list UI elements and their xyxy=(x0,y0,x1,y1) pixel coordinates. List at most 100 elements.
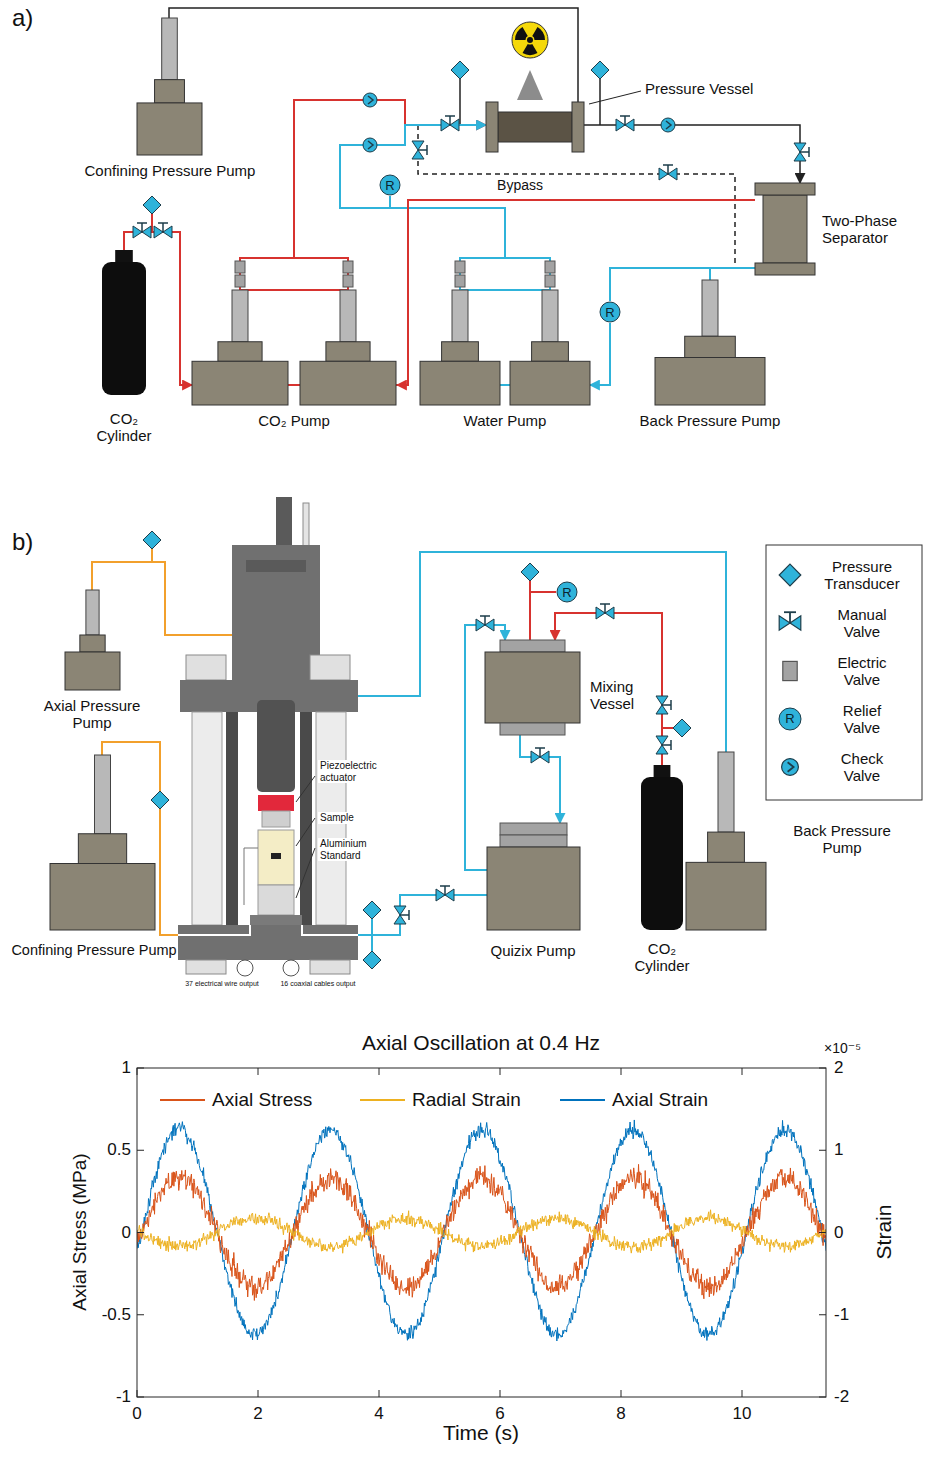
pipe-stub xyxy=(529,581,531,592)
tick-mark xyxy=(819,1397,826,1398)
legend-symbol xyxy=(779,564,801,586)
vessel-cap xyxy=(500,723,565,735)
tick-label: 4 xyxy=(374,1404,383,1424)
pump-cylinder xyxy=(685,336,736,357)
tick-label: 2 xyxy=(253,1404,262,1424)
tick-label: 0 xyxy=(122,1223,131,1243)
tick-mark xyxy=(258,1068,259,1075)
node-label: Piezoelectric actuator xyxy=(318,760,379,783)
pipe-connector xyxy=(340,125,505,252)
legend-relief xyxy=(779,708,801,730)
two-phase-separator-outline xyxy=(755,183,815,275)
pump-cylinder xyxy=(326,342,370,362)
pump-valve-block xyxy=(500,835,567,847)
legend-text: Relief Valve xyxy=(843,702,881,737)
bolt-nut xyxy=(310,960,350,974)
electric-valve xyxy=(343,261,353,273)
manual-valve xyxy=(616,116,634,131)
node-label: Back Pressure Pump xyxy=(780,822,905,857)
pump-outline xyxy=(65,590,120,690)
gas-cylinder: CO₂ Cylinder xyxy=(641,765,683,930)
pipe-stub xyxy=(178,634,232,636)
radiation-symbol xyxy=(512,22,548,58)
pipe-connector xyxy=(92,562,178,635)
feedthrough xyxy=(237,960,253,976)
pump-cylinder xyxy=(218,342,262,362)
axial-strain-trace xyxy=(137,1120,826,1341)
inner-piston xyxy=(257,700,295,792)
quizix-pump-outline xyxy=(487,823,580,930)
pipe-stub xyxy=(371,935,373,951)
pipe-connector xyxy=(169,8,578,102)
pump-rod xyxy=(95,755,111,834)
manual-valve xyxy=(596,604,614,619)
radiation-beam xyxy=(517,70,543,100)
tick-mark xyxy=(137,1232,144,1233)
pump-valve-block xyxy=(500,823,567,835)
electric-valve xyxy=(455,261,465,273)
tick-mark xyxy=(137,1068,138,1075)
manual-valve xyxy=(794,143,809,161)
panel-label: Bypass xyxy=(497,177,543,193)
trefoil-blade xyxy=(515,27,528,40)
strain-gauge xyxy=(271,853,281,859)
pipe-connector xyxy=(358,895,487,935)
pump-cylinder xyxy=(532,342,569,362)
relief-circle xyxy=(557,582,577,602)
axis-label: ×10⁻⁵ xyxy=(824,1040,861,1056)
legend-swatch xyxy=(560,1100,605,1101)
node-label: CO₂ Cylinder xyxy=(622,940,702,975)
piezo-actuator xyxy=(258,795,294,811)
tick-mark xyxy=(819,1068,826,1069)
base-channel xyxy=(178,925,250,935)
trefoil-blade xyxy=(523,44,538,55)
pump-cylinder xyxy=(80,635,105,652)
manual-valve xyxy=(659,165,677,180)
pump: Back Pressure Pump xyxy=(686,752,766,930)
trefoil-blade xyxy=(532,27,545,40)
pump-outline xyxy=(686,752,766,930)
legend-symbol xyxy=(782,759,799,776)
manual-valve xyxy=(531,748,549,763)
tick-label: -2 xyxy=(834,1387,849,1407)
pump-cylinder xyxy=(78,834,126,864)
node-label: Quizix Pump xyxy=(490,942,575,959)
gas-cylinder-outline xyxy=(102,250,146,395)
legend-swatch xyxy=(779,708,801,730)
cylinder-body xyxy=(641,777,683,930)
separator-body xyxy=(763,195,807,263)
vessel-body xyxy=(485,652,580,723)
legend-swatch xyxy=(160,1100,205,1101)
axis-label: Axial Stress (MPa) xyxy=(69,1153,91,1310)
node-label: CO₂ Pump xyxy=(258,412,330,429)
valve-letter: R xyxy=(785,712,794,727)
node-label: Sample xyxy=(318,812,356,824)
pump-rod xyxy=(232,290,248,342)
pressure-transducer xyxy=(151,791,169,809)
pump-rod xyxy=(162,18,178,80)
pump: Axial Pressure Pump xyxy=(65,590,120,690)
aluminium-standard xyxy=(258,885,294,915)
pump-base xyxy=(510,361,590,405)
axial-stress-trace xyxy=(137,1164,826,1300)
pipe-connector xyxy=(530,592,556,640)
node-label: Aluminium Standard xyxy=(318,838,369,861)
dual-pump: CO₂ Pump xyxy=(192,252,397,405)
pressure-vessel: Pressure Vessel xyxy=(486,102,584,152)
tick-label: 8 xyxy=(616,1404,625,1424)
tick-mark xyxy=(137,1150,144,1151)
tick-mark xyxy=(137,1397,144,1398)
dual-pump-outline xyxy=(192,252,397,405)
vessel-wall xyxy=(300,712,312,925)
tick-mark xyxy=(621,1068,622,1075)
tick-label: 6 xyxy=(495,1404,504,1424)
cylinder-body xyxy=(102,262,146,395)
manifold-pipe xyxy=(240,258,348,290)
gauge-wire xyxy=(244,848,258,905)
signal-traces xyxy=(137,1120,826,1341)
valve-letter: R xyxy=(379,174,401,196)
node-label: Mixing Vessel xyxy=(590,678,634,713)
electric-valve xyxy=(235,261,245,273)
